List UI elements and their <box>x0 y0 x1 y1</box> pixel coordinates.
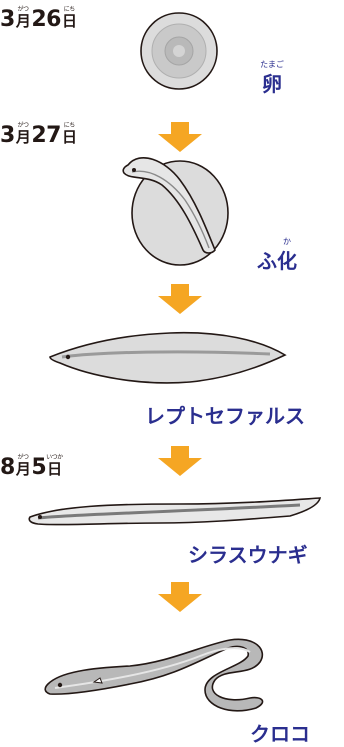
arrow-down-icon <box>158 582 202 612</box>
hatch-label: ふか化 <box>257 237 297 273</box>
egg-illustration <box>140 12 218 90</box>
arrow-down-icon <box>158 446 202 476</box>
elver-label: クロコ <box>250 722 310 746</box>
glass-eel-label: シラスウナギ <box>188 543 308 567</box>
leptocephalus-illustration <box>49 331 287 384</box>
hatching-larva-illustration <box>122 156 229 266</box>
leptocephalus-label: レプトセファルス <box>145 404 305 428</box>
egg-label: たまご卵 <box>260 60 284 96</box>
glass-eel-illustration <box>28 497 322 526</box>
arrow-down-icon <box>158 122 202 152</box>
elver-illustration <box>44 638 264 712</box>
arrow-down-icon <box>158 284 202 314</box>
